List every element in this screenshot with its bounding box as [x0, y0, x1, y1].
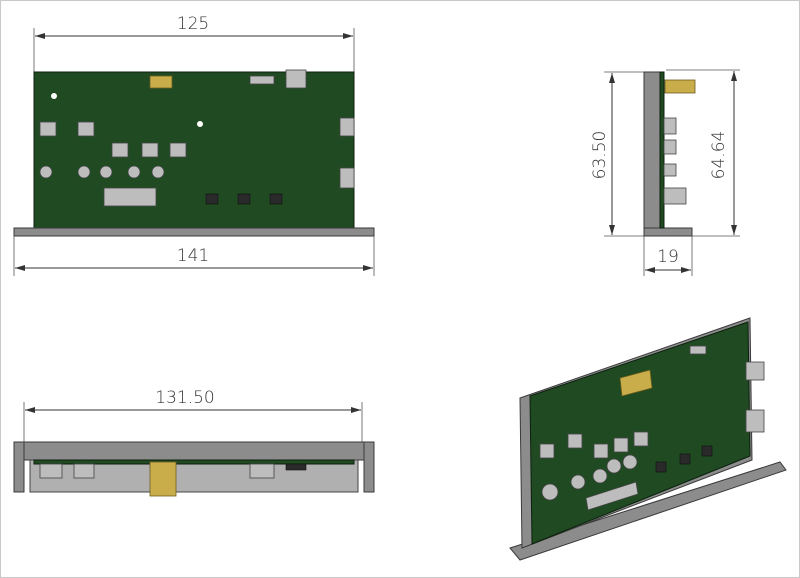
component: [141, 142, 159, 158]
bracket-post: [13, 441, 25, 493]
component: [567, 433, 583, 449]
capacitor: [541, 483, 559, 501]
isometric-view: [509, 317, 787, 561]
dimension-label-19: 19: [657, 247, 679, 267]
iso-power-connector: [619, 369, 653, 397]
capacitor: [606, 458, 622, 474]
mounting-hole: [51, 93, 57, 99]
ribbon-connector: [103, 187, 157, 207]
component: [539, 443, 555, 459]
chip: [237, 193, 251, 205]
power-connector: [149, 75, 173, 89]
chip: [205, 193, 219, 205]
side-connector: [339, 167, 355, 189]
power-connector-front: [149, 461, 177, 497]
capacitor: [77, 165, 91, 179]
capacitor: [39, 165, 53, 179]
component: [663, 187, 687, 205]
dimension-label-141: 141: [177, 246, 209, 266]
component: [73, 463, 95, 479]
dimension-label-131-50: 131.50: [155, 388, 214, 408]
component: [111, 142, 129, 158]
mounting-hole: [197, 121, 203, 127]
side-connector: [339, 117, 355, 137]
bracket-side: [643, 71, 661, 237]
pcb-edge: [659, 71, 665, 229]
base-bracket: [13, 227, 375, 237]
chip: [679, 453, 691, 465]
chip: [701, 445, 713, 457]
component: [249, 463, 275, 479]
component: [663, 117, 677, 135]
component: [633, 431, 649, 447]
chip: [269, 193, 283, 205]
component: [285, 463, 307, 471]
pcb-edge: [33, 459, 355, 465]
component: [39, 463, 63, 479]
front-view: 131.50: [13, 388, 375, 497]
capacitor: [570, 474, 586, 490]
capacitor: [99, 165, 113, 179]
bracket-post: [363, 441, 375, 493]
component: [663, 139, 677, 155]
component: [77, 121, 95, 137]
usb-connector: [285, 69, 307, 89]
capacitor: [622, 454, 638, 470]
bracket-foot: [643, 227, 693, 237]
pcb-board: [33, 71, 355, 229]
component: [39, 121, 57, 137]
top-view: 125 141: [13, 14, 375, 276]
dimension-label-63-50: 63.50: [590, 131, 610, 180]
component: [745, 409, 765, 433]
header-connector: [249, 75, 275, 85]
component: [689, 345, 707, 355]
component: [613, 437, 629, 453]
capacitor: [151, 165, 165, 179]
iso-ribbon-connector: [585, 481, 639, 511]
bracket-top: [13, 441, 375, 461]
dimension-label-64-64: 64.64: [709, 131, 729, 180]
component: [169, 142, 187, 158]
component: [663, 163, 677, 177]
component: [745, 361, 765, 381]
iso-base-foot: [509, 461, 787, 561]
side-view: 63.50 64.64 19: [590, 69, 740, 276]
power-connector-side: [664, 79, 696, 94]
capacitor: [127, 165, 141, 179]
chip: [655, 461, 667, 473]
dimension-label-125: 125: [177, 14, 209, 34]
capacitor: [592, 468, 608, 484]
component: [593, 443, 609, 459]
